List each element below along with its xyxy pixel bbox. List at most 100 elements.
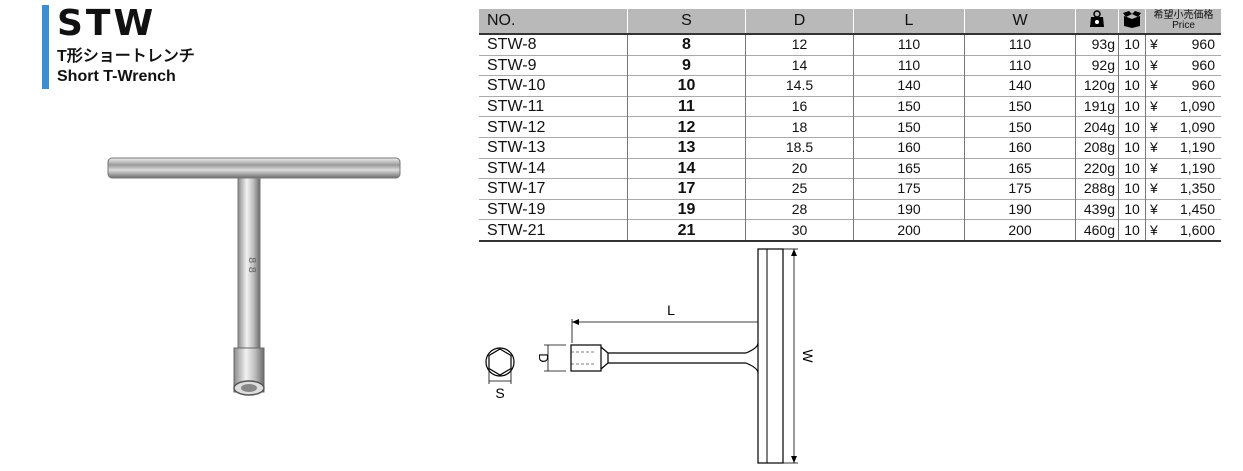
price-value: 960: [1191, 56, 1215, 73]
cell-no: STW-11: [487, 98, 545, 116]
cell-price: ¥1,600: [1145, 219, 1221, 241]
cell-no: STW-13: [487, 139, 546, 157]
price-value: 1,090: [1179, 118, 1215, 135]
cell-l: 160: [853, 137, 965, 159]
t-wrench-photo: 8 8: [107, 157, 401, 396]
currency-symbol: ¥: [1150, 180, 1158, 197]
cell-qty: 10: [1118, 75, 1146, 97]
cell-price: ¥1,190: [1145, 137, 1221, 159]
currency-symbol: ¥: [1150, 118, 1158, 135]
cell-w: 150: [964, 116, 1076, 138]
cell-weight: 439g: [1075, 199, 1119, 220]
cell-d: 14: [745, 55, 854, 76]
cell-w: 150: [964, 96, 1076, 117]
cell-price: ¥1,450: [1145, 199, 1221, 220]
cell-w: 165: [964, 158, 1076, 179]
col-s: S: [627, 9, 746, 34]
cell-qty: 10: [1118, 55, 1146, 76]
cell-price: ¥1,350: [1145, 178, 1221, 200]
cell-s: 8: [627, 34, 746, 56]
cell-l: 200: [853, 219, 965, 241]
cell-s: 14: [627, 158, 746, 179]
cell-weight: 92g: [1075, 55, 1119, 76]
label-d: D: [536, 353, 551, 362]
cell-no: STW-12: [487, 118, 546, 136]
cell-no: STW-14: [487, 159, 546, 177]
cell-s: 21: [627, 219, 746, 241]
cell-l: 140: [853, 75, 965, 97]
box-icon: [1118, 9, 1146, 34]
col-d: D: [745, 9, 854, 34]
col-l: L: [853, 9, 965, 34]
title-accent-bar: [42, 5, 49, 89]
price-value: 1,350: [1179, 180, 1215, 197]
price-value: 1,600: [1179, 221, 1215, 238]
svg-text:8 8: 8 8: [246, 257, 257, 273]
currency-symbol: ¥: [1150, 56, 1158, 73]
currency-symbol: ¥: [1150, 201, 1158, 218]
cell-weight: 220g: [1075, 158, 1119, 179]
cell-l: 110: [853, 34, 965, 56]
cell-s: 19: [627, 199, 746, 220]
currency-symbol: ¥: [1150, 221, 1158, 238]
cell-qty: 10: [1118, 34, 1146, 56]
cell-qty: 10: [1118, 219, 1146, 241]
cell-s: 10: [627, 75, 746, 97]
cell-l: 150: [853, 116, 965, 138]
cell-weight: 93g: [1075, 34, 1119, 56]
cell-w: 110: [964, 34, 1076, 56]
cell-l: 150: [853, 96, 965, 117]
cell-weight: 191g: [1075, 96, 1119, 117]
cell-weight: 204g: [1075, 116, 1119, 138]
cell-qty: 10: [1118, 137, 1146, 159]
currency-symbol: ¥: [1150, 36, 1158, 53]
cell-qty: 10: [1118, 199, 1146, 220]
cell-l: 190: [853, 199, 965, 220]
cell-qty: 10: [1118, 178, 1146, 200]
cell-d: 28: [745, 199, 854, 220]
cell-l: 175: [853, 178, 965, 200]
cell-price: ¥960: [1145, 75, 1221, 97]
price-value: 1,090: [1179, 98, 1215, 115]
cell-s: 11: [627, 96, 746, 117]
currency-symbol: ¥: [1150, 98, 1158, 115]
price-label-en: Price: [1172, 20, 1195, 31]
cell-w: 200: [964, 219, 1076, 241]
cell-w: 190: [964, 199, 1076, 220]
cell-w: 110: [964, 55, 1076, 76]
price-label-jp: 希望小売価格: [1153, 10, 1214, 21]
currency-symbol: ¥: [1150, 77, 1158, 94]
cell-no: STW-10: [487, 77, 546, 95]
price-value: 1,190: [1179, 139, 1215, 156]
cell-s: 13: [627, 137, 746, 159]
cell-w: 175: [964, 178, 1076, 200]
product-subtitle-jp: T形ショートレンチ: [57, 48, 195, 65]
cell-d: 18.5: [745, 137, 854, 159]
cell-d: 14.5: [745, 75, 854, 97]
cell-price: ¥960: [1145, 34, 1221, 56]
cell-no: STW-8: [487, 36, 537, 54]
cell-d: 25: [745, 178, 854, 200]
cell-no: STW-9: [487, 56, 537, 74]
cell-weight: 120g: [1075, 75, 1119, 97]
label-l: L: [667, 302, 675, 318]
cell-s: 12: [627, 116, 746, 138]
cell-weight: 460g: [1075, 219, 1119, 241]
cell-weight: 288g: [1075, 178, 1119, 200]
col-price: 希望小売価格 Price: [1145, 9, 1221, 34]
cell-qty: 10: [1118, 158, 1146, 179]
currency-symbol: ¥: [1150, 139, 1158, 156]
dimension-diagram: S D L W: [485, 248, 816, 464]
table-header-row: NO. S D L W 希望小売価格 Price: [479, 9, 1221, 34]
cell-no: STW-21: [487, 221, 546, 239]
cell-no: STW-19: [487, 201, 546, 219]
